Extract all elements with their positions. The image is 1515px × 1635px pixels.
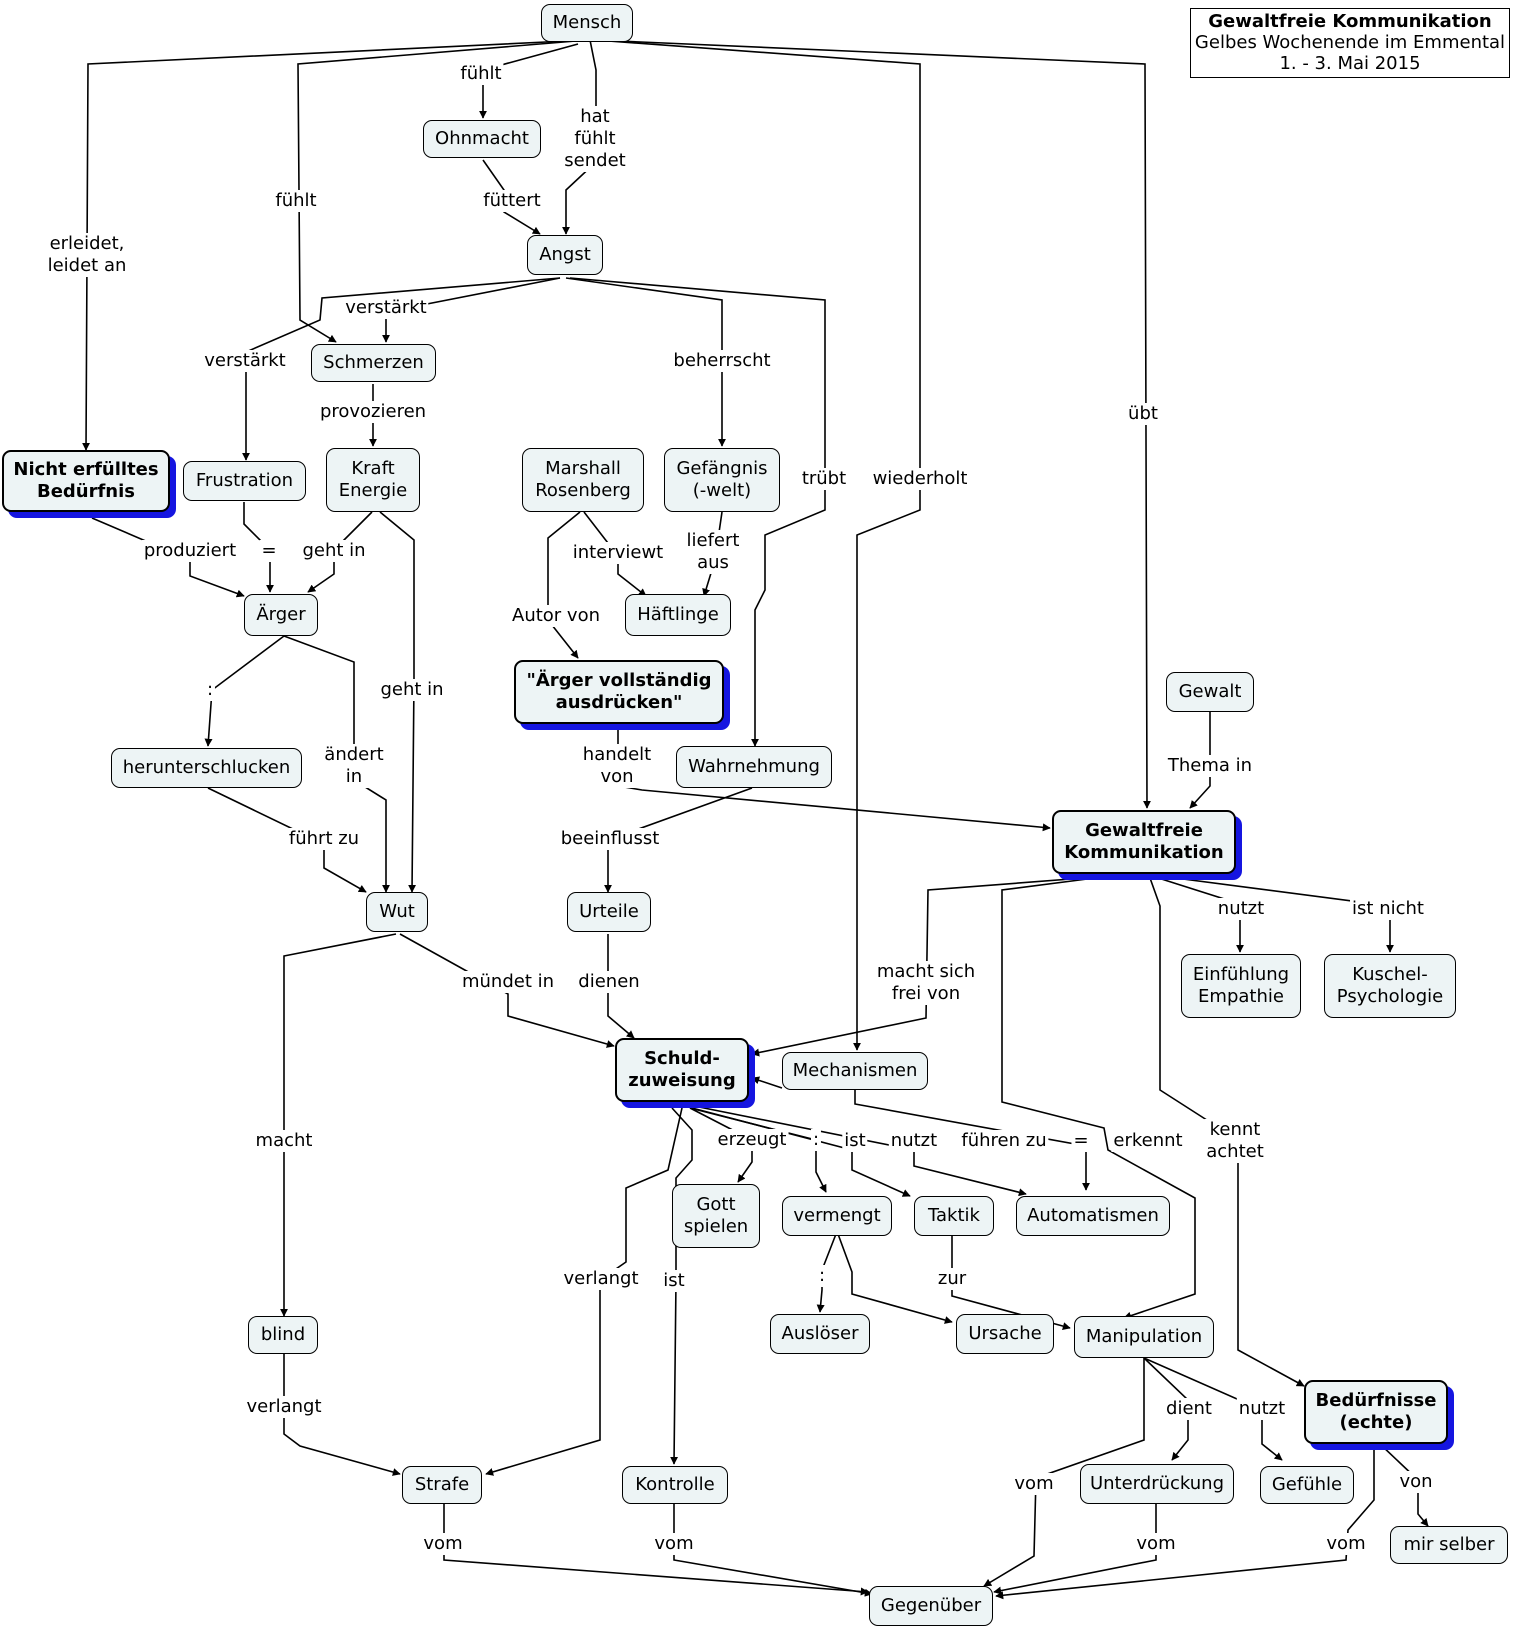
link-label-autor-von: Autor von — [510, 605, 602, 627]
link-label-geht-in-wut: geht in — [378, 679, 446, 701]
link-label-nutzt-gefuehle: nutzt — [1236, 1398, 1288, 1420]
link-label-erleidet: erleidet, leidet an — [45, 233, 129, 277]
node-ohnmacht[interactable]: Ohnmacht — [423, 120, 541, 158]
link-label-gleich-frustration: = — [259, 540, 279, 562]
link-label-doppelpunkt-schuld: : — [810, 1129, 822, 1151]
link-label-muendet-in: mündet in — [459, 971, 557, 993]
link-label-beeinflusst: beeinflusst — [558, 828, 662, 850]
node-gefaengnis[interactable]: Gefängnis (-welt) — [664, 448, 780, 512]
link-label-geht-in-aerger: geht in — [300, 540, 368, 562]
node-ursache[interactable]: Ursache — [956, 1314, 1054, 1354]
node-wut[interactable]: Wut — [366, 892, 428, 932]
link-label-fuehrt-zu: führt zu — [286, 828, 362, 850]
link-label-fuehlt-schmerzen: fühlt — [273, 190, 319, 212]
node-einfuehlung-empathie[interactable]: Einfühlung Empathie — [1181, 954, 1301, 1018]
link-label-wiederholt: wiederholt — [870, 468, 970, 490]
link-label-macht-sich-frei: macht sich frei von — [874, 961, 978, 1005]
node-schmerzen[interactable]: Schmerzen — [311, 344, 436, 382]
link-label-vom-strafe: vom — [421, 1533, 465, 1555]
node-wahrnehmung[interactable]: Wahrnehmung — [676, 746, 832, 788]
link-label-produziert: produziert — [141, 540, 239, 562]
link-label-doppelpunkt-vermengt: : — [816, 1265, 828, 1287]
node-gegenueber[interactable]: Gegenüber — [869, 1586, 993, 1626]
link-label-uebt: übt — [1126, 403, 1160, 425]
link-label-von-mir: von — [1397, 1471, 1435, 1493]
node-strafe[interactable]: Strafe — [402, 1466, 482, 1504]
link-label-vom-unterdrueckung: vom — [1134, 1533, 1178, 1555]
node-haeftlinge[interactable]: Häftlinge — [625, 594, 731, 636]
link-label-interviewt: interviewt — [570, 542, 666, 564]
node-herunterschlucken[interactable]: herunterschlucken — [111, 748, 302, 788]
node-kraft-energie[interactable]: Kraft Energie — [326, 448, 420, 512]
link-label-fuettert: füttert — [481, 190, 543, 212]
link-label-vom-manipulation: vom — [1012, 1473, 1056, 1495]
link-label-aendert-in: ändert in — [322, 744, 386, 788]
node-beduerfnisse-echte[interactable]: Bedürfnisse (echte) — [1304, 1380, 1448, 1444]
node-kontrolle[interactable]: Kontrolle — [622, 1466, 728, 1504]
node-unterdrueckung[interactable]: Unterdrückung — [1080, 1464, 1234, 1504]
node-manipulation[interactable]: Manipulation — [1074, 1316, 1214, 1358]
link-label-verstaerkt-frustration: verstärkt — [202, 350, 288, 372]
node-gott-spielen[interactable]: Gott spielen — [672, 1184, 760, 1248]
node-mechanismen[interactable]: Mechanismen — [782, 1052, 928, 1090]
node-gewaltfreie-kommunikation[interactable]: Gewaltfreie Kommunikation — [1052, 810, 1236, 874]
map-title-box: Gewaltfreie Kommunikation Gelbes Wochene… — [1190, 8, 1510, 78]
node-frustration[interactable]: Frustration — [183, 461, 306, 501]
link-label-nutzt-automatismen: nutzt — [888, 1130, 940, 1152]
node-mensch[interactable]: Mensch — [541, 4, 633, 42]
link-label-liefert-aus: liefert aus — [684, 530, 742, 574]
map-title: Gewaltfreie Kommunikation — [1208, 11, 1492, 32]
link-label-ist-taktik: ist — [842, 1130, 868, 1152]
node-angst[interactable]: Angst — [527, 235, 603, 275]
node-urteile[interactable]: Urteile — [567, 892, 651, 932]
node-vermengt[interactable]: vermengt — [782, 1196, 892, 1236]
link-label-vom-kontrolle: vom — [652, 1533, 696, 1555]
link-label-ist-kontrolle: ist — [661, 1270, 687, 1292]
node-kuschel-psychologie[interactable]: Kuschel- Psychologie — [1324, 954, 1456, 1018]
map-date: 1. - 3. Mai 2015 — [1279, 53, 1421, 74]
link-label-beherrscht: beherrscht — [671, 350, 773, 372]
node-gewalt[interactable]: Gewalt — [1166, 672, 1254, 712]
node-gefuehle[interactable]: Gefühle — [1260, 1466, 1354, 1504]
node-blind[interactable]: blind — [248, 1316, 318, 1354]
link-label-nutzt-einfuehlung: nutzt — [1215, 898, 1267, 920]
link-label-erzeugt: erzeugt — [715, 1129, 789, 1151]
link-label-fuehren-zu: führen zu — [959, 1130, 1049, 1152]
node-aerger[interactable]: Ärger — [244, 594, 318, 636]
link-label-verlangt-strafe: verlangt — [561, 1268, 641, 1290]
node-taktik[interactable]: Taktik — [914, 1196, 994, 1236]
link-label-handelt-von: handelt von — [580, 744, 654, 788]
node-schuldzuweisung[interactable]: Schuld- zuweisung — [615, 1038, 749, 1102]
link-label-doppelpunkt-aerger: : — [204, 679, 216, 701]
link-label-truebt: trübt — [799, 468, 849, 490]
node-automatismen[interactable]: Automatismen — [1016, 1196, 1170, 1236]
link-label-dienen: dienen — [576, 971, 642, 993]
link-label-kennt-achtet: kennt achtet — [1204, 1119, 1266, 1163]
node-ausloeser[interactable]: Auslöser — [770, 1314, 870, 1354]
link-label-verstaerkt-schmerzen: verstärkt — [343, 297, 429, 319]
node-mir-selber[interactable]: mir selber — [1390, 1526, 1508, 1564]
link-label-hat-fuehlt-sendet: hat fühlt sendet — [562, 106, 628, 172]
map-subtitle: Gelbes Wochenende im Emmental — [1194, 32, 1506, 53]
link-label-thema-in: Thema in — [1165, 755, 1255, 777]
link-label-verlangt-blind: verlangt — [244, 1396, 324, 1418]
link-label-dient: dient — [1164, 1398, 1214, 1420]
link-label-erkennt: erkennt — [1111, 1130, 1185, 1152]
node-marshall-rosenberg[interactable]: Marshall Rosenberg — [522, 448, 644, 512]
link-label-provozieren: provozieren — [317, 401, 429, 423]
link-label-vom-beduerfnisse: vom — [1324, 1533, 1368, 1555]
node-aerger-vollstaendig-ausdruecken[interactable]: "Ärger vollständig ausdrücken" — [514, 660, 724, 724]
link-label-gleich-mechanismen: = — [1071, 1130, 1091, 1152]
node-nicht-erfuelltes-beduerfnis[interactable]: Nicht erfülltes Bedürfnis — [2, 450, 170, 512]
link-label-macht: macht — [253, 1130, 315, 1152]
link-label-zur: zur — [935, 1268, 969, 1290]
link-label-fuehlt-ohnmacht: fühlt — [458, 63, 504, 85]
link-label-ist-nicht: ist nicht — [1350, 898, 1426, 920]
